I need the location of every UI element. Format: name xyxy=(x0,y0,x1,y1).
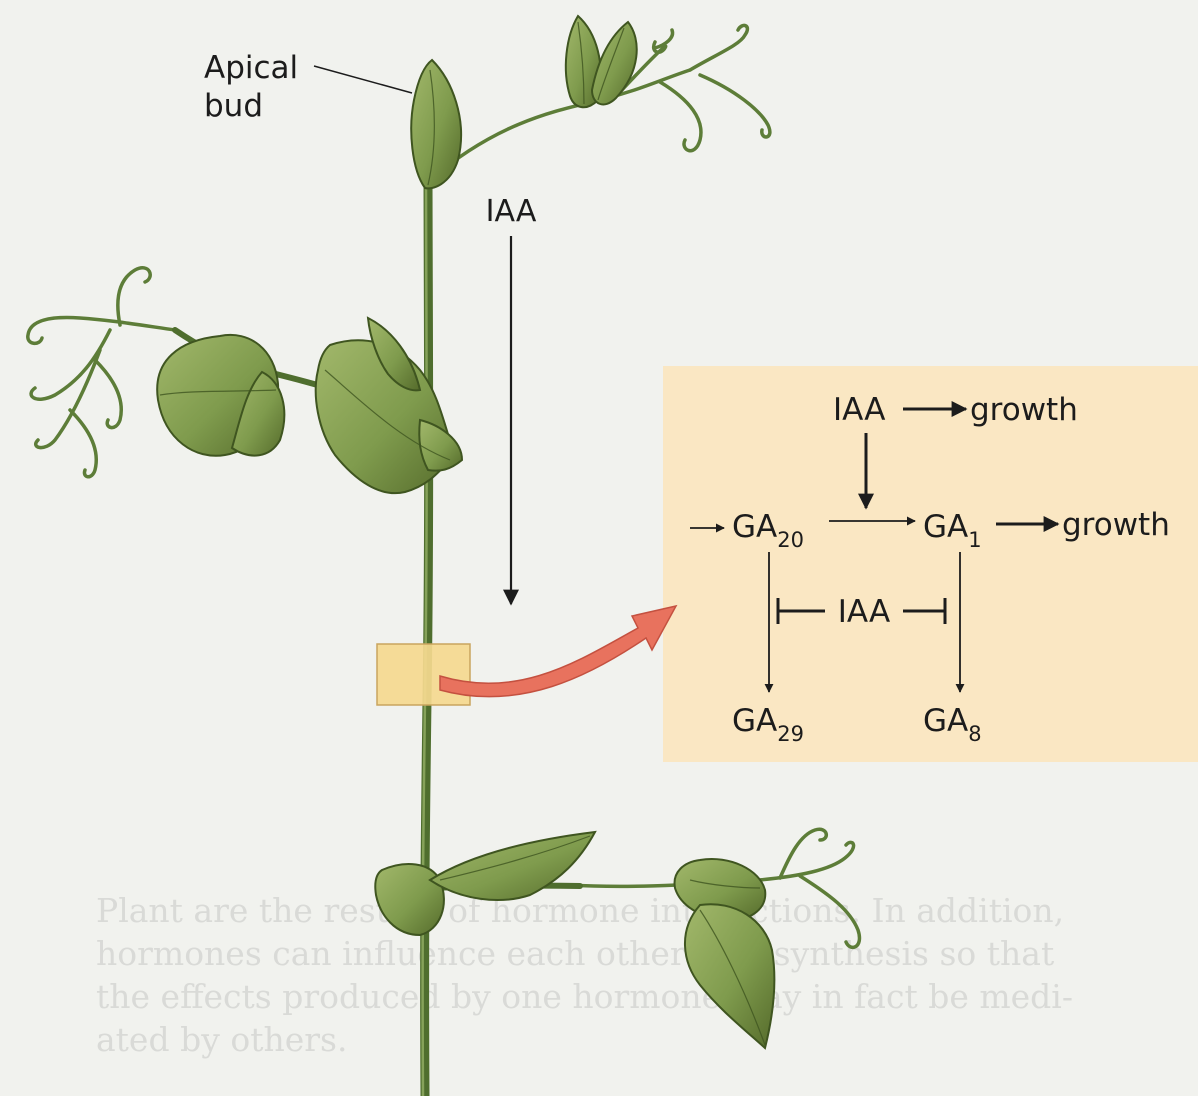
apical-bud-leader-line xyxy=(314,66,412,93)
bleed-line-4: ated by others. xyxy=(96,1020,347,1059)
apical-bud-leaf xyxy=(411,60,461,188)
pathway-growth-top: growth xyxy=(970,392,1078,428)
mid-stipule xyxy=(419,420,462,471)
stem-section-highlight xyxy=(377,644,470,705)
bleed-line-3: the effects produced by one hormone may … xyxy=(96,977,1073,1016)
pathway-growth-right: growth xyxy=(1062,507,1170,543)
lower-stipule-right xyxy=(430,832,595,900)
bleed-line-2: hormones can influence each other's bios… xyxy=(96,934,1054,973)
apical-bud-label-line1: Apical xyxy=(204,50,298,86)
pathway-iaa-inhibit: IAA xyxy=(838,594,890,630)
bleed-through-text: Plant are the results of hormone interac… xyxy=(96,891,1073,1059)
bleed-line-1: Plant are the results of hormone interac… xyxy=(96,891,1064,930)
lower-right-leaf-bottom xyxy=(685,904,774,1048)
pathway-iaa-top: IAA xyxy=(833,392,885,428)
zoom-curved-arrow xyxy=(440,606,676,697)
iaa-stem-label: IAA xyxy=(486,194,537,229)
apical-bud-label-line2: bud xyxy=(204,88,263,124)
